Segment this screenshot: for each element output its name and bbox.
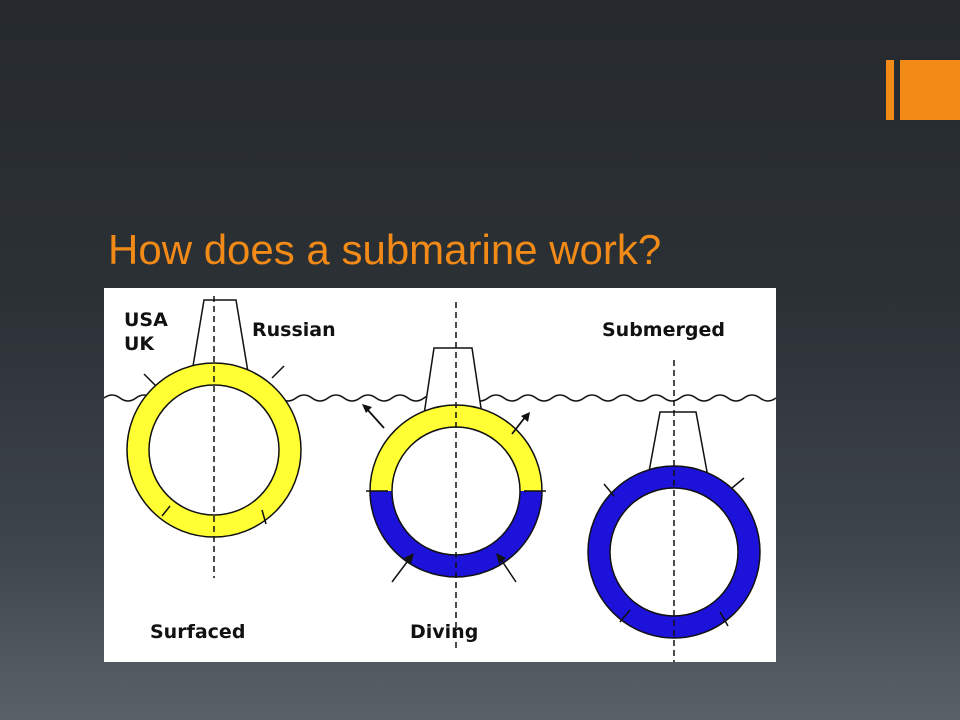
intake-arrow-right-head: [496, 553, 506, 564]
slide-title: How does a submarine work?: [108, 226, 662, 273]
label-russian: Russian: [252, 319, 336, 341]
intake-arrow-left-head: [404, 553, 414, 564]
label-diving: Diving: [410, 621, 478, 643]
sail-surfaced: [191, 299, 249, 373]
submarine-surfaced: [126, 296, 302, 578]
accent-bar-thick: [900, 60, 960, 120]
label-usa: USA: [124, 309, 168, 331]
label-surfaced: Surfaced: [150, 621, 245, 643]
vent-arrow-right-head: [521, 412, 530, 422]
ballast-ring-submerged: [588, 466, 760, 638]
intake-arrow-left: [391, 557, 411, 583]
vent-arrow-left: [365, 407, 385, 429]
accent-bar-thin: [886, 60, 894, 120]
intake-arrow-right: [499, 557, 517, 583]
submarine-diving: [362, 302, 546, 648]
submarine-ballast-diagram: USA UK Russian Submerged Surfaced Diving: [104, 288, 776, 662]
label-uk: UK: [124, 333, 155, 355]
diagram-svg: USA UK Russian Submerged Surfaced Diving: [104, 296, 776, 662]
label-submerged: Submerged: [602, 319, 725, 341]
submarine-submerged: [587, 360, 761, 662]
vent-arrow-right: [511, 415, 527, 435]
vent-arrow-left-head: [362, 404, 372, 413]
